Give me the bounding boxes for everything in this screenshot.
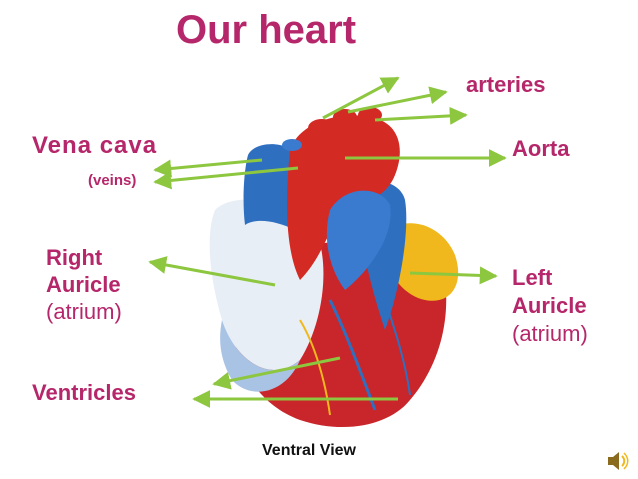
page-title: Our heart xyxy=(176,8,357,52)
pointer-ventricles-1 xyxy=(212,356,341,390)
pointer-right-auricle xyxy=(148,256,276,287)
caption-ventral-view: Ventral View xyxy=(262,442,356,459)
pointer-lines xyxy=(148,76,507,408)
speaker-icon[interactable] xyxy=(608,452,629,470)
left-auricle-line1: Left xyxy=(512,265,553,290)
right-auricle-line2: Auricle xyxy=(46,272,121,297)
right-auricle-line1: Right xyxy=(46,245,103,270)
left-auricle-line2: Auricle xyxy=(512,293,587,318)
label-right-auricle: Right Auricle (atrium) xyxy=(46,244,122,325)
label-arteries: arteries xyxy=(466,72,546,97)
left-auricle-line3: (atrium) xyxy=(512,321,588,346)
pointer-vena-cava-2 xyxy=(153,166,299,190)
pointer-arteries-2 xyxy=(347,86,448,114)
label-vena-cava: Vena cava xyxy=(32,132,158,159)
pointer-arteries-1 xyxy=(322,76,400,120)
label-aorta: Aorta xyxy=(512,136,570,161)
pointer-left-auricle xyxy=(409,266,498,285)
heart-shape xyxy=(209,107,459,428)
pointer-arteries-3 xyxy=(374,106,468,125)
label-veins: (veins) xyxy=(88,172,137,189)
label-left-auricle: Left Auricle (atrium) xyxy=(512,264,588,348)
pointer-vena-cava-1 xyxy=(153,158,263,178)
right-auricle-line3: (atrium) xyxy=(46,299,122,324)
label-ventricles: Ventricles xyxy=(32,380,136,405)
